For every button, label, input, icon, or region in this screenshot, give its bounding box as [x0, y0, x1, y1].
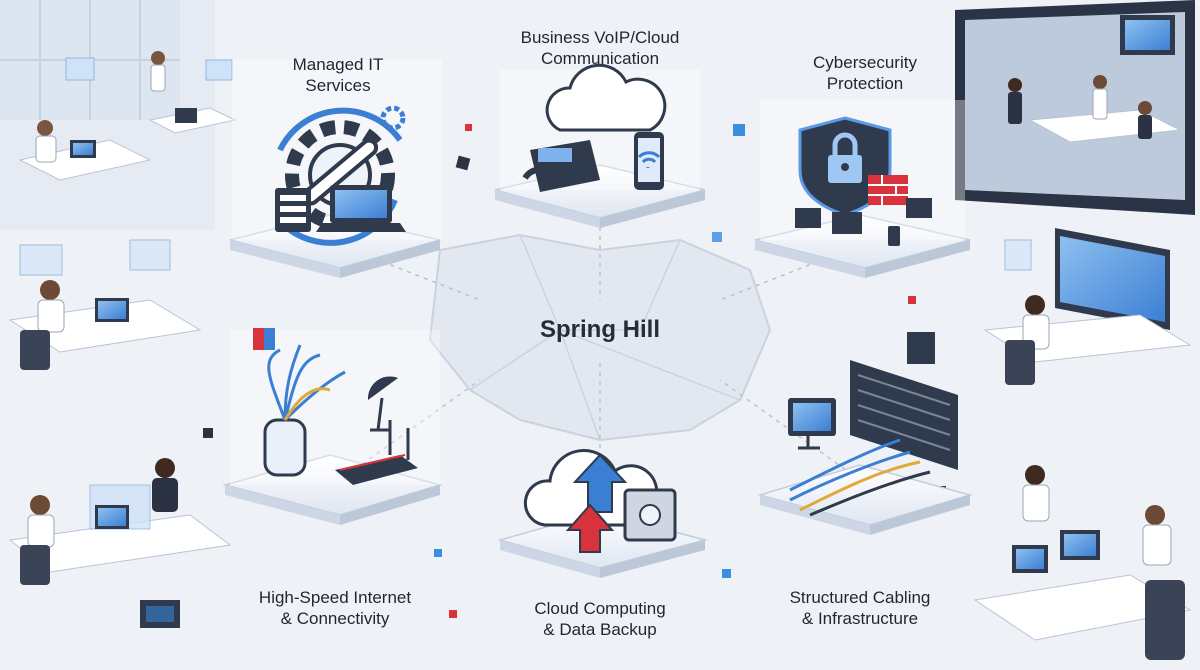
shield-cube-icon	[253, 328, 275, 350]
platform-cabling	[757, 332, 973, 535]
right-office-scene	[955, 0, 1195, 660]
platform-managed-it	[229, 60, 442, 278]
monitor-icon	[788, 398, 836, 450]
label-line-1: Cybersecurity	[813, 53, 917, 72]
platform-internet	[222, 328, 443, 525]
label-line-1: Cloud Computing	[534, 599, 666, 618]
label-cabling: Structured Cabling & Infrastructure	[755, 587, 965, 629]
label-line-2: & Connectivity	[280, 609, 390, 628]
platform-cybersecurity	[754, 100, 971, 278]
label-line-2: Services	[305, 76, 371, 95]
label-line-2: Communication	[540, 49, 660, 68]
label-line-2: & Infrastructure	[801, 609, 919, 628]
wifi-icon	[637, 151, 661, 169]
label-line-2: Protection	[826, 74, 904, 93]
cloud-icon	[545, 63, 667, 132]
label-line-1: Structured Cabling	[789, 588, 931, 607]
label-voip: Business VoIP/Cloud Communication	[490, 27, 710, 69]
router-icon	[335, 420, 418, 485]
label-internet: High-Speed Internet & Connectivity	[230, 587, 440, 629]
left-office-scene	[0, 0, 237, 628]
label-cloud-backup: Cloud Computing & Data Backup	[500, 598, 700, 640]
laptop-icon	[316, 185, 406, 232]
smartphone-icon	[634, 132, 664, 190]
satellite-dish-icon	[367, 376, 398, 432]
padlock-icon	[828, 132, 862, 183]
platform-cloud-backup	[497, 449, 708, 578]
upload-arrow-icon	[572, 453, 628, 513]
label-line-1: Business VoIP/Cloud	[520, 28, 680, 47]
devices-icon	[795, 198, 932, 246]
label-line-1: High-Speed Internet	[258, 588, 412, 607]
label-line-1: Managed IT	[292, 55, 384, 74]
fiber-cable-icon	[263, 344, 346, 477]
firewall-icon	[868, 175, 908, 205]
network-cables-icon	[789, 438, 931, 517]
download-arrow-icon	[565, 503, 615, 553]
folder-icon	[907, 332, 935, 364]
patch-panel-icon	[850, 360, 958, 470]
platform-voip	[494, 63, 706, 228]
label-cybersecurity: Cybersecurity Protection	[765, 52, 965, 94]
server-icon	[275, 188, 311, 232]
desk-phone-icon	[522, 140, 600, 192]
label-managed-it: Managed IT Services	[248, 54, 428, 96]
label-line-2: & Data Backup	[543, 620, 657, 639]
center-title: Spring Hill	[540, 316, 660, 343]
safe-icon	[623, 488, 677, 542]
small-gear-icon	[380, 105, 406, 131]
